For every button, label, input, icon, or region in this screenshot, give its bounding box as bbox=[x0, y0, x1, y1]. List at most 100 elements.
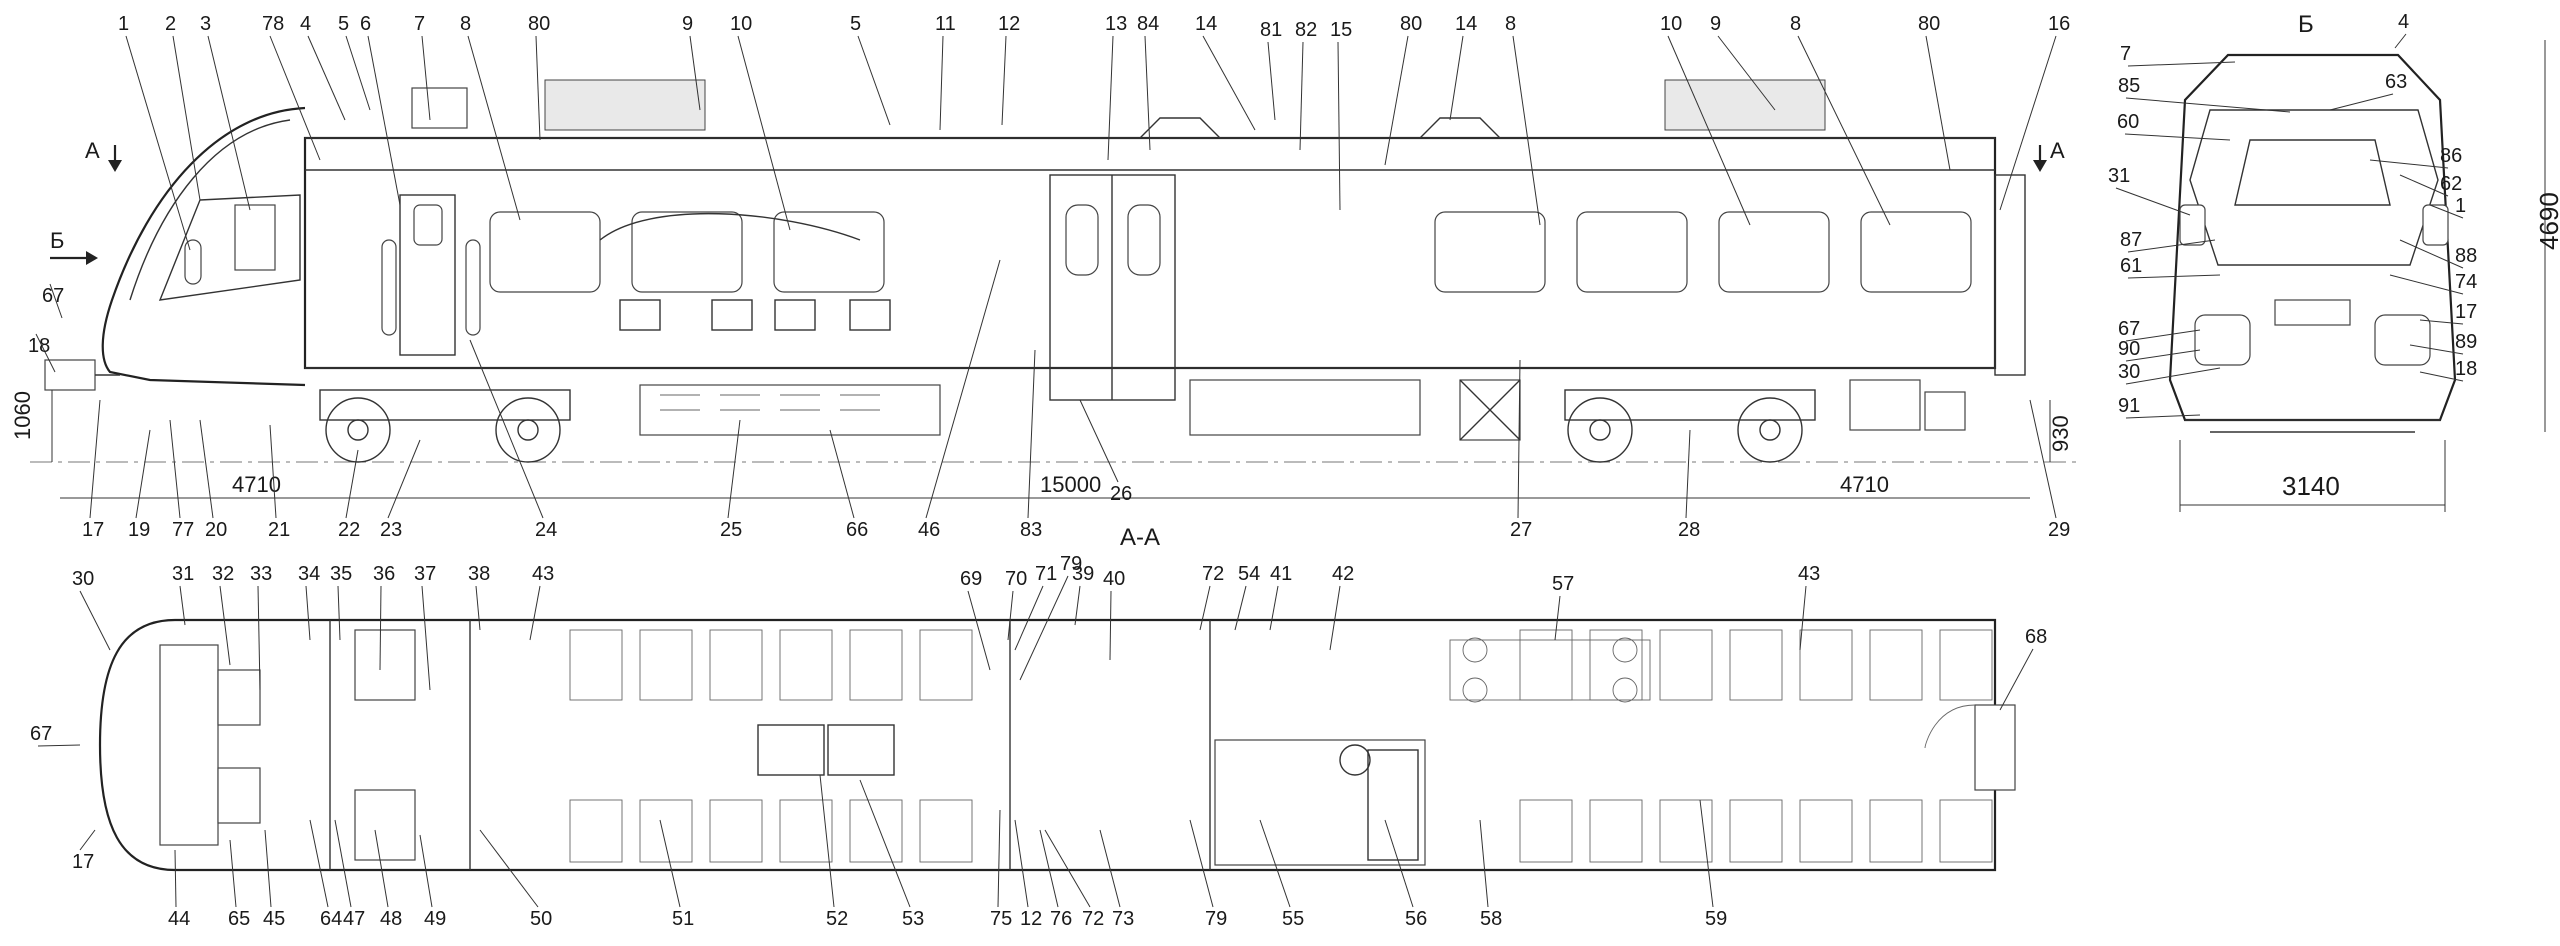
callout: 14 bbox=[1449, 13, 1477, 121]
callout-leader bbox=[1384, 819, 1414, 908]
callout-leader bbox=[2329, 93, 2394, 111]
callout-number: 89 bbox=[2455, 331, 2477, 353]
callout-leader bbox=[1099, 829, 1121, 908]
callout: 65 bbox=[228, 839, 250, 930]
callout: 3 bbox=[200, 13, 251, 211]
callout-leader bbox=[421, 35, 431, 121]
callout-leader bbox=[2125, 329, 2201, 342]
callout-number: 69 bbox=[960, 568, 982, 590]
callout-number: 90 bbox=[2118, 338, 2140, 360]
section-title: А-А bbox=[1120, 524, 1160, 551]
callout-leader bbox=[2419, 319, 2464, 325]
callout-leader bbox=[172, 35, 201, 201]
view-marker-b-left: Б bbox=[50, 228, 98, 265]
callout-leader bbox=[2429, 204, 2464, 219]
callout: 68 bbox=[1999, 626, 2047, 711]
callout-leader bbox=[1107, 35, 1114, 161]
callout-number: 6 bbox=[360, 13, 371, 35]
callout: 35 bbox=[330, 563, 352, 641]
callout: 61 bbox=[2120, 255, 2221, 279]
callout-leader bbox=[2029, 399, 2057, 519]
callout: 90 bbox=[2118, 338, 2201, 362]
callout-leader bbox=[1554, 595, 1561, 641]
callout-leader bbox=[727, 419, 741, 519]
callout-number: 30 bbox=[2118, 361, 2140, 383]
callout-number: 17 bbox=[72, 851, 94, 873]
callout-number: 67 bbox=[42, 285, 64, 307]
callout: 44 bbox=[168, 849, 190, 930]
callout-number: 79 bbox=[1205, 908, 1227, 930]
callout-leader bbox=[1517, 359, 1521, 519]
callout-number: 8 bbox=[1790, 13, 1801, 35]
callout-leader bbox=[2125, 349, 2201, 362]
callout-leader bbox=[257, 585, 261, 691]
callout-leader bbox=[859, 779, 911, 908]
callout: 47 bbox=[334, 819, 365, 930]
callout: 67 bbox=[2118, 318, 2201, 342]
callout: 8 bbox=[1790, 13, 1891, 226]
callout-leader bbox=[264, 829, 272, 908]
callout-number: 9 bbox=[682, 13, 693, 35]
callout-leader bbox=[2369, 159, 2449, 169]
callout-leader bbox=[997, 809, 1001, 908]
callout-leader bbox=[1717, 35, 1776, 111]
callout: 8 bbox=[1505, 13, 1541, 226]
callout: 4 bbox=[300, 13, 346, 121]
callout-leader bbox=[1039, 829, 1059, 908]
callout: 53 bbox=[859, 779, 924, 930]
callout-leader bbox=[1109, 590, 1112, 661]
callout: 67 bbox=[30, 723, 81, 747]
callout-leader bbox=[1999, 35, 2057, 211]
callout-leader bbox=[269, 424, 277, 519]
callout-leader bbox=[1699, 799, 1714, 908]
callout: 16 bbox=[1999, 13, 2070, 211]
callout: 64 bbox=[309, 819, 342, 930]
callout: 57 bbox=[1552, 573, 1574, 641]
callout-leader bbox=[367, 35, 401, 206]
callout: 77 bbox=[169, 419, 194, 541]
view-label-b-left: Б bbox=[50, 228, 64, 253]
callout: 52 bbox=[819, 774, 848, 930]
callout: 1 bbox=[118, 13, 191, 251]
callout-number: 80 bbox=[1918, 13, 1940, 35]
dim-front-width: 3140 bbox=[2282, 471, 2340, 501]
callout-number: 4 bbox=[300, 13, 311, 35]
callout: 62 bbox=[2399, 173, 2462, 197]
callout: 58 bbox=[1479, 819, 1502, 930]
callout: 17 bbox=[2419, 301, 2477, 325]
callout-number: 54 bbox=[1238, 563, 1260, 585]
callout-leader bbox=[1299, 41, 1304, 151]
callout-leader bbox=[469, 339, 544, 519]
callout-number: 51 bbox=[672, 908, 694, 930]
callout: 20 bbox=[199, 419, 227, 541]
callout-number: 81 bbox=[1260, 19, 1282, 41]
callout-number: 39 bbox=[1072, 563, 1094, 585]
callout-number: 30 bbox=[72, 568, 94, 590]
callout: 34 bbox=[298, 563, 320, 641]
callout: 17 bbox=[72, 829, 96, 873]
callout-number: 5 bbox=[850, 13, 861, 35]
callout-number: 75 bbox=[990, 908, 1012, 930]
callout-leader bbox=[1079, 399, 1119, 483]
callout-leader bbox=[475, 585, 481, 631]
callout: 25 bbox=[720, 419, 742, 541]
callout-leader bbox=[1259, 819, 1291, 908]
callout: 14 bbox=[1195, 13, 1256, 131]
callout-leader bbox=[2127, 274, 2221, 279]
callout: 83 bbox=[1020, 349, 1042, 541]
callout-number: 5 bbox=[338, 13, 349, 35]
callout: 67 bbox=[42, 283, 64, 319]
callout-number: 34 bbox=[298, 563, 320, 585]
callout-leader bbox=[1014, 585, 1044, 651]
callout-leader bbox=[2115, 187, 2191, 216]
callout-number: 46 bbox=[918, 519, 940, 541]
callout: 54 bbox=[1234, 563, 1260, 631]
callout: 33 bbox=[250, 563, 272, 691]
callout-number: 74 bbox=[2455, 271, 2477, 293]
callout-number: 11 bbox=[935, 13, 956, 35]
callout-number: 28 bbox=[1678, 519, 1700, 541]
callout-number: 59 bbox=[1705, 908, 1727, 930]
callout-leader bbox=[857, 35, 891, 126]
